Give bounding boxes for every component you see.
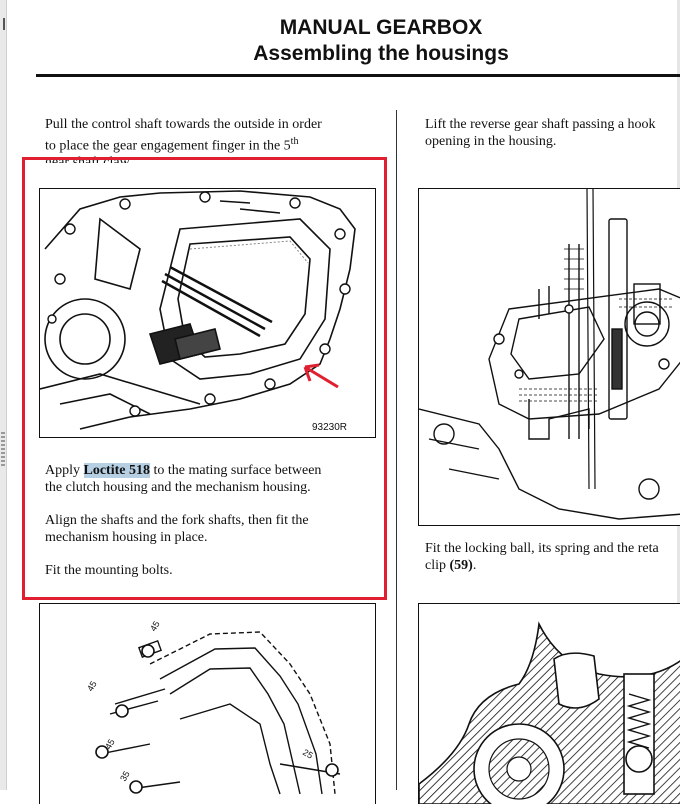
housing-drawing <box>40 190 356 430</box>
header-rule <box>36 74 680 77</box>
intro-paragraph: Pull the control shaft towards the outsi… <box>45 117 322 163</box>
part-reference: (59) <box>449 557 473 573</box>
torque-label-2: 45 <box>85 679 99 693</box>
figure-bolt-tightening: 45 45 45 25 35 <box>39 603 376 804</box>
intro-line-1: Pull the control shaft towards the outsi… <box>45 117 322 132</box>
page-title: MANUAL GEARBOX <box>279 16 483 39</box>
fit-bolts-text: Fit the mounting bolts. <box>45 563 173 578</box>
lift-line-2: opening in the housing. <box>425 133 557 149</box>
bolt-drawing: 45 45 45 25 35 <box>85 619 341 795</box>
ball-line-2: clip (59). <box>425 557 477 573</box>
align-paragraph: Align the shafts and the fork shafts, th… <box>45 513 309 546</box>
align-line-1: Align the shafts and the fork shafts, th… <box>45 513 309 528</box>
superscript-th: th <box>290 135 299 147</box>
lift-paragraph: Lift the reverse gear shaft passing a ho… <box>425 117 656 150</box>
figure-reverse-shaft <box>418 188 680 526</box>
align-line-2: mechanism housing in place. <box>45 529 208 545</box>
column-divider <box>396 110 397 790</box>
torque-label-3: 45 <box>103 737 117 751</box>
red-highlight-box <box>22 157 387 600</box>
page-header: MANUAL GEARBOX Assembling the housings <box>36 14 680 67</box>
torque-label-4: 25 <box>301 747 315 761</box>
red-arrow-annotation <box>303 363 339 389</box>
resize-grip[interactable] <box>1 432 5 466</box>
apply-line-1: Apply Loctite 518 to the mating surface … <box>45 463 322 478</box>
figure-housing-assembly: 93230R <box>39 188 376 438</box>
torque-label-1: 45 <box>148 619 162 633</box>
locking-ball-drawing <box>419 621 680 804</box>
figure-reference: 93230R <box>311 422 347 433</box>
loctite-highlight[interactable]: Loctite 518 <box>83 463 150 478</box>
viewer-left-edge <box>0 0 7 790</box>
torque-label-5: 35 <box>118 769 132 783</box>
lift-line-1: Lift the reverse gear shaft passing a ho… <box>425 117 656 132</box>
ball-line-1: Fit the locking ball, its spring and the… <box>425 541 659 556</box>
edge-marker <box>3 18 5 30</box>
intro-line-2: to place the gear engagement finger in t… <box>45 135 299 154</box>
apply-paragraph: Apply Loctite 518 to the mating surface … <box>45 463 321 496</box>
ball-paragraph: Fit the locking ball, its spring and the… <box>425 541 659 574</box>
reverse-shaft-drawing <box>419 189 680 520</box>
page-subtitle: Assembling the housings <box>253 42 509 65</box>
figure-locking-ball <box>418 603 680 804</box>
apply-line-2: the clutch housing and the mechanism hou… <box>45 479 311 495</box>
